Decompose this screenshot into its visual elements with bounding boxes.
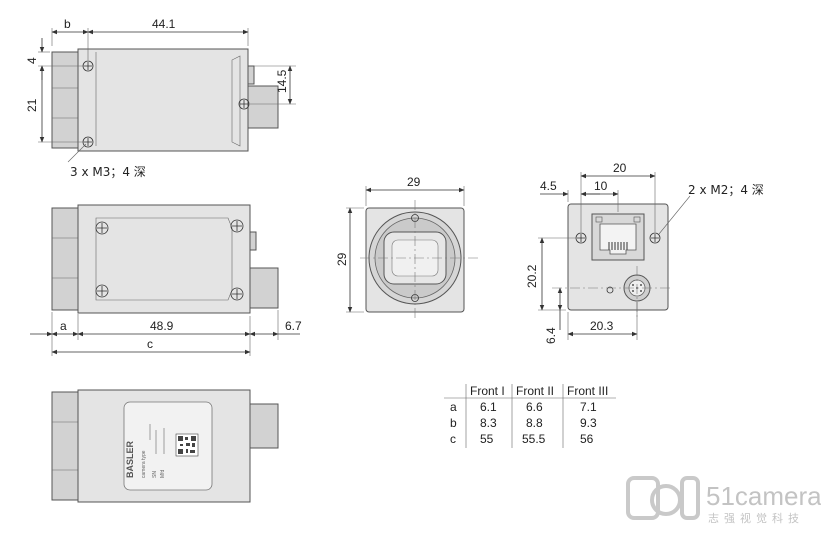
led-icon xyxy=(606,286,614,294)
product-label xyxy=(123,401,213,491)
table-cell: 6.6 xyxy=(526,400,543,414)
dim-height-front: 29 xyxy=(335,252,349,266)
dim-connector-side: 6.7 xyxy=(285,319,302,333)
table-header-front2: Front II xyxy=(516,384,554,398)
dim-a-side: a xyxy=(60,319,67,333)
dim-c-side: c xyxy=(147,337,153,351)
label-mfd: Mfd xyxy=(160,469,166,478)
label-type: camera type xyxy=(141,450,147,478)
screw-icon xyxy=(82,60,94,72)
bottom-mount xyxy=(51,391,79,501)
top-view: b 44.1 4 21 14.5 3 x M3；4 深 xyxy=(25,17,296,179)
front-view: 29 29 xyxy=(335,175,480,320)
screw-icon xyxy=(230,219,244,233)
dim-width-front: 29 xyxy=(407,175,421,189)
screw-icon xyxy=(575,232,587,244)
screw-icon xyxy=(649,232,661,244)
label-serial: SN xyxy=(152,471,158,478)
variant-table: Front I Front II Front III a 6.1 6.6 7.1… xyxy=(444,384,616,448)
table-row-label: c xyxy=(450,432,456,446)
table-header-front1: Front I xyxy=(470,384,505,398)
screw-icon xyxy=(95,221,109,235)
dim-jack-back: 10 xyxy=(594,179,608,193)
top-body xyxy=(77,48,249,152)
dim-body-side: 48.9 xyxy=(150,319,174,333)
side-mount xyxy=(51,207,79,311)
top-connector xyxy=(247,85,279,129)
table-header-front3: Front III xyxy=(567,384,608,398)
table-row-label: b xyxy=(450,416,457,430)
table-row-label: a xyxy=(450,400,457,414)
dim-bottom-back: 6.4 xyxy=(544,327,558,344)
dim-b-top: b xyxy=(64,17,71,31)
table-cell: 9.3 xyxy=(580,416,597,430)
watermark-logo-icon xyxy=(626,476,700,520)
dim-width-back: 20 xyxy=(613,161,627,175)
back-view: 20 4.5 10 2 x M2；4 深 20.2 6.4 20.3 xyxy=(525,161,764,344)
screw-icon xyxy=(238,98,250,110)
dim-hole-offset: 4 xyxy=(25,57,39,64)
note-holes-top: 3 x M3；4 深 xyxy=(70,165,146,179)
dim-height-back: 20.2 xyxy=(525,264,539,288)
dim-offset-back: 4.5 xyxy=(540,179,557,193)
dim-side-hole: 14.5 xyxy=(275,69,289,93)
dim-hole-spacing: 21 xyxy=(25,98,39,112)
label-brand: BASLER xyxy=(125,440,135,478)
screw-icon xyxy=(95,284,109,298)
bottom-connector xyxy=(249,403,279,449)
side-view: a 48.9 6.7 c xyxy=(30,204,302,356)
table-cell: 8.8 xyxy=(526,416,543,430)
watermark-text: 51camera xyxy=(706,481,821,511)
table-cell: 8.3 xyxy=(480,416,497,430)
qr-code-icon xyxy=(175,433,199,457)
dim-length-top: 44.1 xyxy=(152,17,176,31)
top-mount xyxy=(51,51,79,149)
note-holes-back: 2 x M2；4 深 xyxy=(688,183,764,197)
table-cell: 55 xyxy=(480,432,494,446)
watermark: 51camera 志强视觉科技 xyxy=(626,476,821,525)
table-cell: 56 xyxy=(580,432,594,446)
screw-icon xyxy=(230,287,244,301)
side-connector xyxy=(249,267,279,309)
table-cell: 7.1 xyxy=(580,400,597,414)
bottom-view: BASLER camera type SN Mfd xyxy=(51,389,279,503)
table-cell: 6.1 xyxy=(480,400,497,414)
dim-io-back: 20.3 xyxy=(590,319,614,333)
table-cell: 55.5 xyxy=(522,432,546,446)
watermark-subtitle: 志强视觉科技 xyxy=(708,511,804,525)
